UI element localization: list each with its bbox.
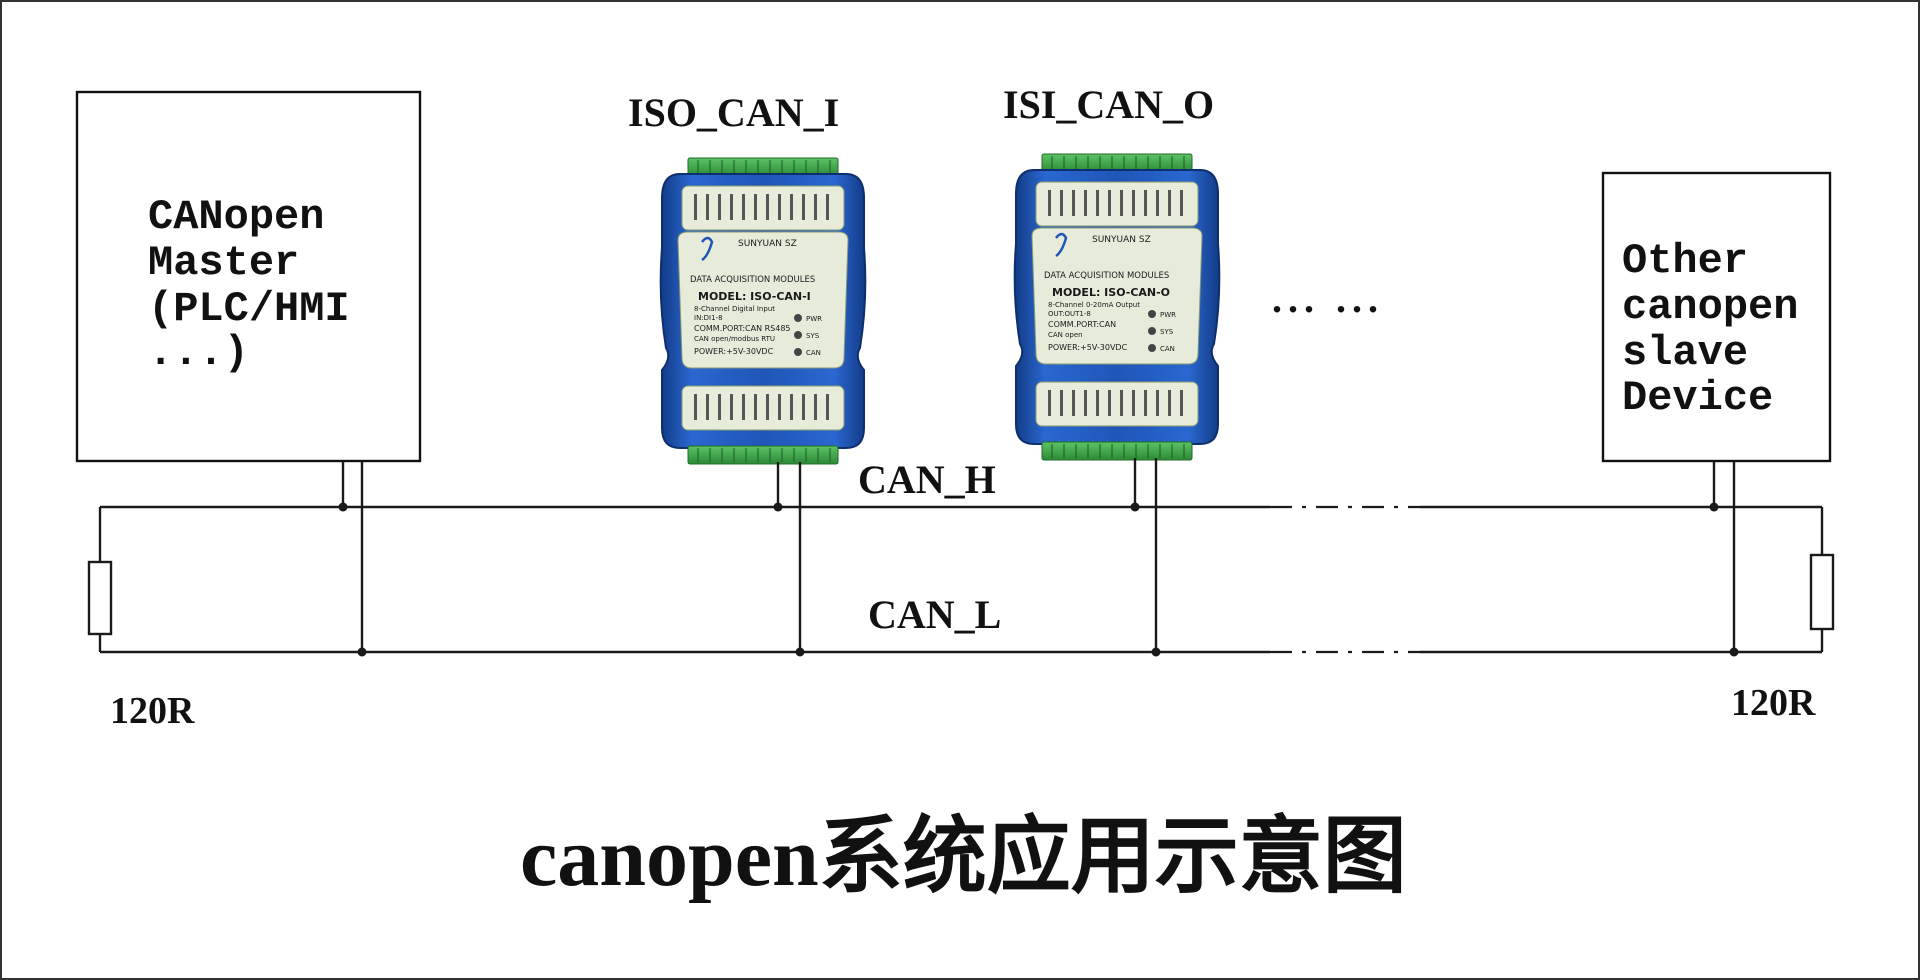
left-termination-resistor — [87, 507, 113, 652]
master-line-2: Master — [148, 239, 299, 287]
module-2-led-sys: SYS — [1160, 328, 1174, 336]
module-1-model: MODEL: ISO-CAN-I — [698, 290, 811, 303]
slave-bus-drops — [1709, 461, 1739, 657]
slave-line-4: Device — [1622, 374, 1773, 422]
right-resistor-label: 120R — [1731, 682, 1816, 724]
module-2-bus-drops — [1130, 458, 1161, 657]
module-1-bus-drops — [773, 462, 805, 657]
master-line-3: (PLC/HMI — [148, 285, 350, 333]
module-2-led-can: CAN — [1160, 345, 1175, 353]
right-termination-resistor — [1809, 507, 1835, 652]
more-devices-ellipsis: ... ... — [1272, 276, 1384, 321]
can-l-label: CAN_L — [868, 592, 1001, 637]
module-1-device: SUNYUAN SZ DATA ACQUISITION MODULES MODE… — [659, 156, 867, 466]
module-1-desc-2: IN:DI1-8 — [694, 314, 723, 322]
module-2-led-pwr: PWR — [1160, 311, 1176, 319]
slave-line-3: slave — [1622, 329, 1748, 377]
module-1-desc-1: 8-Channel Digital Input — [694, 305, 775, 313]
module-1-comm: COMM.PORT:CAN RS485 — [694, 324, 791, 333]
master-line-4: ...) — [148, 329, 249, 377]
module-1-led-sys: SYS — [806, 332, 820, 340]
module-2-desc-2: OUT:OUT1-8 — [1048, 310, 1091, 318]
module-2-comm: COMM.PORT:CAN — [1048, 320, 1116, 329]
master-line-1: CANopen — [148, 193, 324, 241]
module-1-comm-2: CAN open/modbus RTU — [694, 335, 775, 343]
module-2-comm-2: CAN open — [1048, 331, 1083, 339]
module-2-brand: SUNYUAN SZ — [1092, 235, 1151, 245]
diagram-title: canopen系统应用示意图 — [520, 811, 1407, 904]
slave-line-2: canopen — [1622, 283, 1798, 331]
module-2-title: ISI_CAN_O — [1003, 82, 1214, 127]
module-1-led-can: CAN — [806, 349, 821, 357]
module-2-header: DATA ACQUISITION MODULES — [1044, 271, 1169, 281]
module-2-device: SUNYUAN SZ DATA ACQUISITION MODULES MODE… — [1013, 152, 1221, 462]
module-1-header: DATA ACQUISITION MODULES — [690, 275, 815, 285]
module-2-power: POWER:+5V-30VDC — [1048, 343, 1128, 352]
master-bus-drops — [338, 461, 367, 657]
module-1-power: POWER:+5V-30VDC — [694, 347, 774, 356]
slave-box — [1601, 171, 1832, 463]
module-1-led-pwr: PWR — [806, 315, 822, 323]
can-h-label: CAN_H — [858, 457, 996, 502]
left-resistor-label: 120R — [110, 690, 195, 732]
module-1-title: ISO_CAN_I — [628, 90, 839, 135]
module-2-model: MODEL: ISO-CAN-O — [1052, 286, 1170, 299]
module-1-brand: SUNYUAN SZ — [738, 239, 797, 249]
master-box — [75, 90, 422, 463]
module-2-desc-1: 8-Channel 0-20mA Output — [1048, 301, 1140, 309]
slave-line-1: Other — [1622, 237, 1748, 285]
